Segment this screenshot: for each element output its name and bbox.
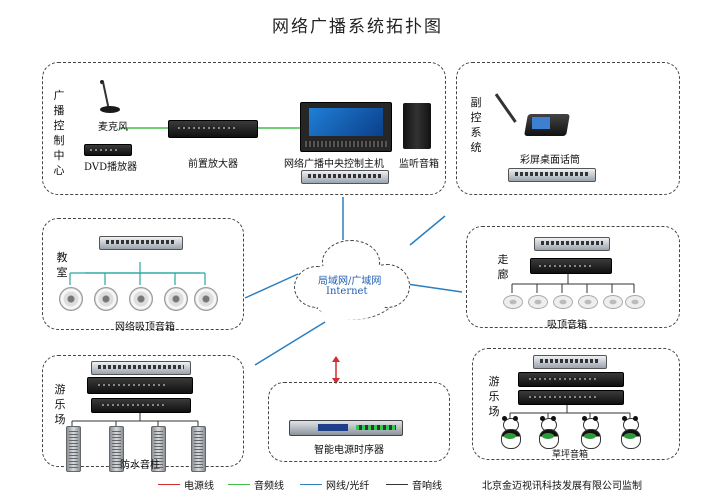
amusement-right-mixer-icon (518, 372, 624, 387)
credit-text: 北京金迈视讯科技发展有限公司监制 (482, 481, 642, 492)
classroom-panel (42, 218, 244, 330)
legend-speaker-line (386, 484, 408, 485)
amusement-left-panel (42, 355, 244, 467)
legend-network-line (300, 484, 322, 485)
corridor-panel (466, 226, 680, 328)
classroom-speakers-label: 网络吸顶音箱 (115, 322, 175, 333)
amusement-right-panel (472, 348, 680, 460)
ceiling-speaker-icon (603, 295, 623, 309)
dvd-player-icon (84, 144, 132, 156)
amusement-left-speakers-label: 防水音柱 (120, 460, 160, 471)
amusement-left-amplifier-icon (91, 398, 191, 413)
classroom-label: 教室 (56, 251, 68, 279)
ceiling-speaker-icon (94, 287, 118, 311)
column-speaker-icon (191, 426, 206, 472)
microphone-label: 麦克风 (98, 122, 128, 133)
ceiling-speaker-icon (528, 295, 548, 309)
ceiling-speaker-icon (503, 295, 523, 309)
ceiling-speaker-icon (625, 295, 645, 309)
amusement-right-switch-icon (533, 355, 607, 369)
sequencer-label: 智能电源时序器 (314, 445, 384, 456)
page-title: 网络广播系统拓扑图 (272, 17, 443, 37)
panda-lawn-speaker-icon (580, 416, 601, 449)
paging-console-icon (494, 88, 570, 140)
column-speaker-icon (66, 426, 81, 472)
classroom-switch-icon (99, 236, 183, 250)
microphone-icon (98, 80, 122, 114)
internet-cloud: 局域网/广域网 Internet (292, 236, 410, 328)
preamp-icon (168, 120, 258, 138)
ceiling-speaker-icon (129, 287, 153, 311)
corridor-label: 走廊 (497, 253, 509, 281)
legend-speaker-label: 音响线 (412, 481, 442, 492)
amusement-right-label: 游乐场 (488, 375, 500, 418)
ceiling-speaker-icon (194, 287, 218, 311)
panda-lawn-speaker-icon (538, 416, 559, 449)
legend-network-label: 网线/光纤 (326, 481, 370, 492)
legend-power-label: 电源线 (184, 481, 214, 492)
legend-power-line (158, 484, 180, 485)
amusement-right-amplifier-icon (518, 390, 624, 405)
column-speaker-icon (109, 426, 124, 472)
host-label: 网络广播中央控制主机 (284, 159, 384, 170)
amusement-right-speakers-label: 草坪音箱 (552, 450, 589, 460)
ceiling-speaker-icon (578, 295, 598, 309)
sub-control-label: 副控系统 (470, 96, 482, 154)
legend-audio-line (228, 484, 250, 485)
paging-console-label: 彩屏桌面话筒 (520, 155, 580, 166)
power-sequencer-icon (289, 420, 403, 436)
monitor-speaker-icon (403, 103, 431, 149)
sub-switch-icon (508, 168, 596, 182)
column-speaker-icon (151, 426, 166, 472)
sequencer-panel (268, 382, 450, 462)
panda-lawn-speaker-icon (500, 416, 521, 449)
ceiling-speaker-icon (164, 287, 188, 311)
cloud-line1: 局域网/广域网 (318, 276, 382, 287)
host-computer-icon (300, 102, 392, 152)
legend-audio-label: 音频线 (254, 481, 284, 492)
monitor-speaker-label: 监听音箱 (399, 159, 439, 170)
sub-control-panel (456, 62, 680, 195)
corridor-switch-icon (534, 237, 610, 251)
cloud-line2: Internet (326, 286, 368, 297)
corridor-speakers-label: 吸顶音箱 (547, 320, 587, 331)
amusement-left-switch-icon (91, 361, 191, 375)
panda-lawn-speaker-icon (620, 416, 641, 449)
control-center-panel (42, 62, 446, 195)
corridor-amplifier-icon (530, 258, 612, 274)
amusement-left-mixer-icon (87, 377, 193, 394)
ceiling-speaker-icon (553, 295, 573, 309)
dvd-player-label: DVD播放器 (84, 162, 138, 173)
control-center-label: 广播控制中心 (53, 89, 65, 177)
preamp-label: 前置放大器 (188, 159, 238, 170)
ceiling-speaker-icon (59, 287, 83, 311)
center-switch-icon (301, 170, 389, 184)
amusement-left-label: 游乐场 (54, 383, 66, 426)
